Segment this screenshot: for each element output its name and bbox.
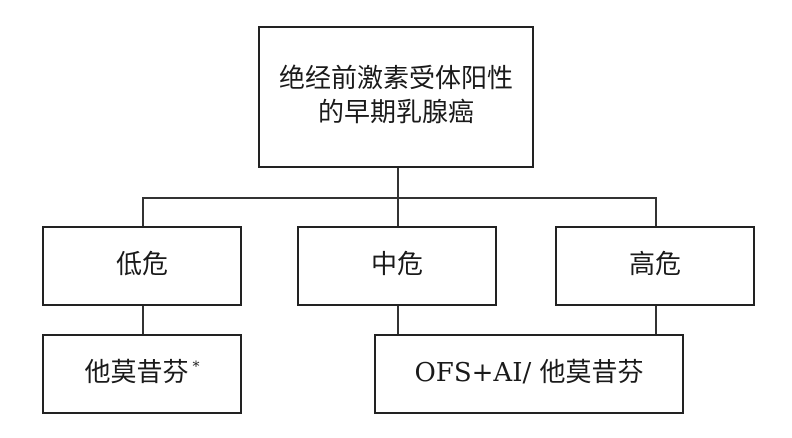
low-treatment-node: 他莫昔芬*	[42, 334, 242, 414]
low-risk-label: 低危	[115, 250, 168, 281]
mid-risk-label: 中危	[370, 250, 423, 281]
connector-bus	[142, 197, 657, 199]
low-risk-node: 低危	[42, 226, 242, 306]
connector-root-trunk	[397, 168, 399, 198]
root-label-line1: 绝经前激素受体阳性	[278, 64, 513, 95]
mid-high-treatment-label: OFS+AI/ 他莫昔芬	[414, 358, 644, 389]
connector-high-to-treatment	[655, 306, 657, 335]
mid-risk-node: 中危	[297, 226, 497, 306]
connector-low-to-treatment	[142, 306, 144, 335]
high-risk-node: 高危	[555, 226, 755, 306]
connector-to-mid	[397, 197, 399, 227]
connector-to-low	[142, 197, 144, 227]
root-node: 绝经前激素受体阳性 的早期乳腺癌	[258, 26, 534, 168]
connector-to-high	[655, 197, 657, 227]
root-label-line2: 的早期乳腺癌	[317, 98, 474, 128]
high-risk-label: 高危	[628, 250, 681, 281]
footnote-marker: *	[192, 359, 200, 376]
connector-mid-to-treatment	[397, 306, 399, 335]
low-treatment-label: 他莫昔芬	[84, 358, 189, 389]
mid-high-treatment-node: OFS+AI/ 他莫昔芬	[374, 334, 684, 414]
